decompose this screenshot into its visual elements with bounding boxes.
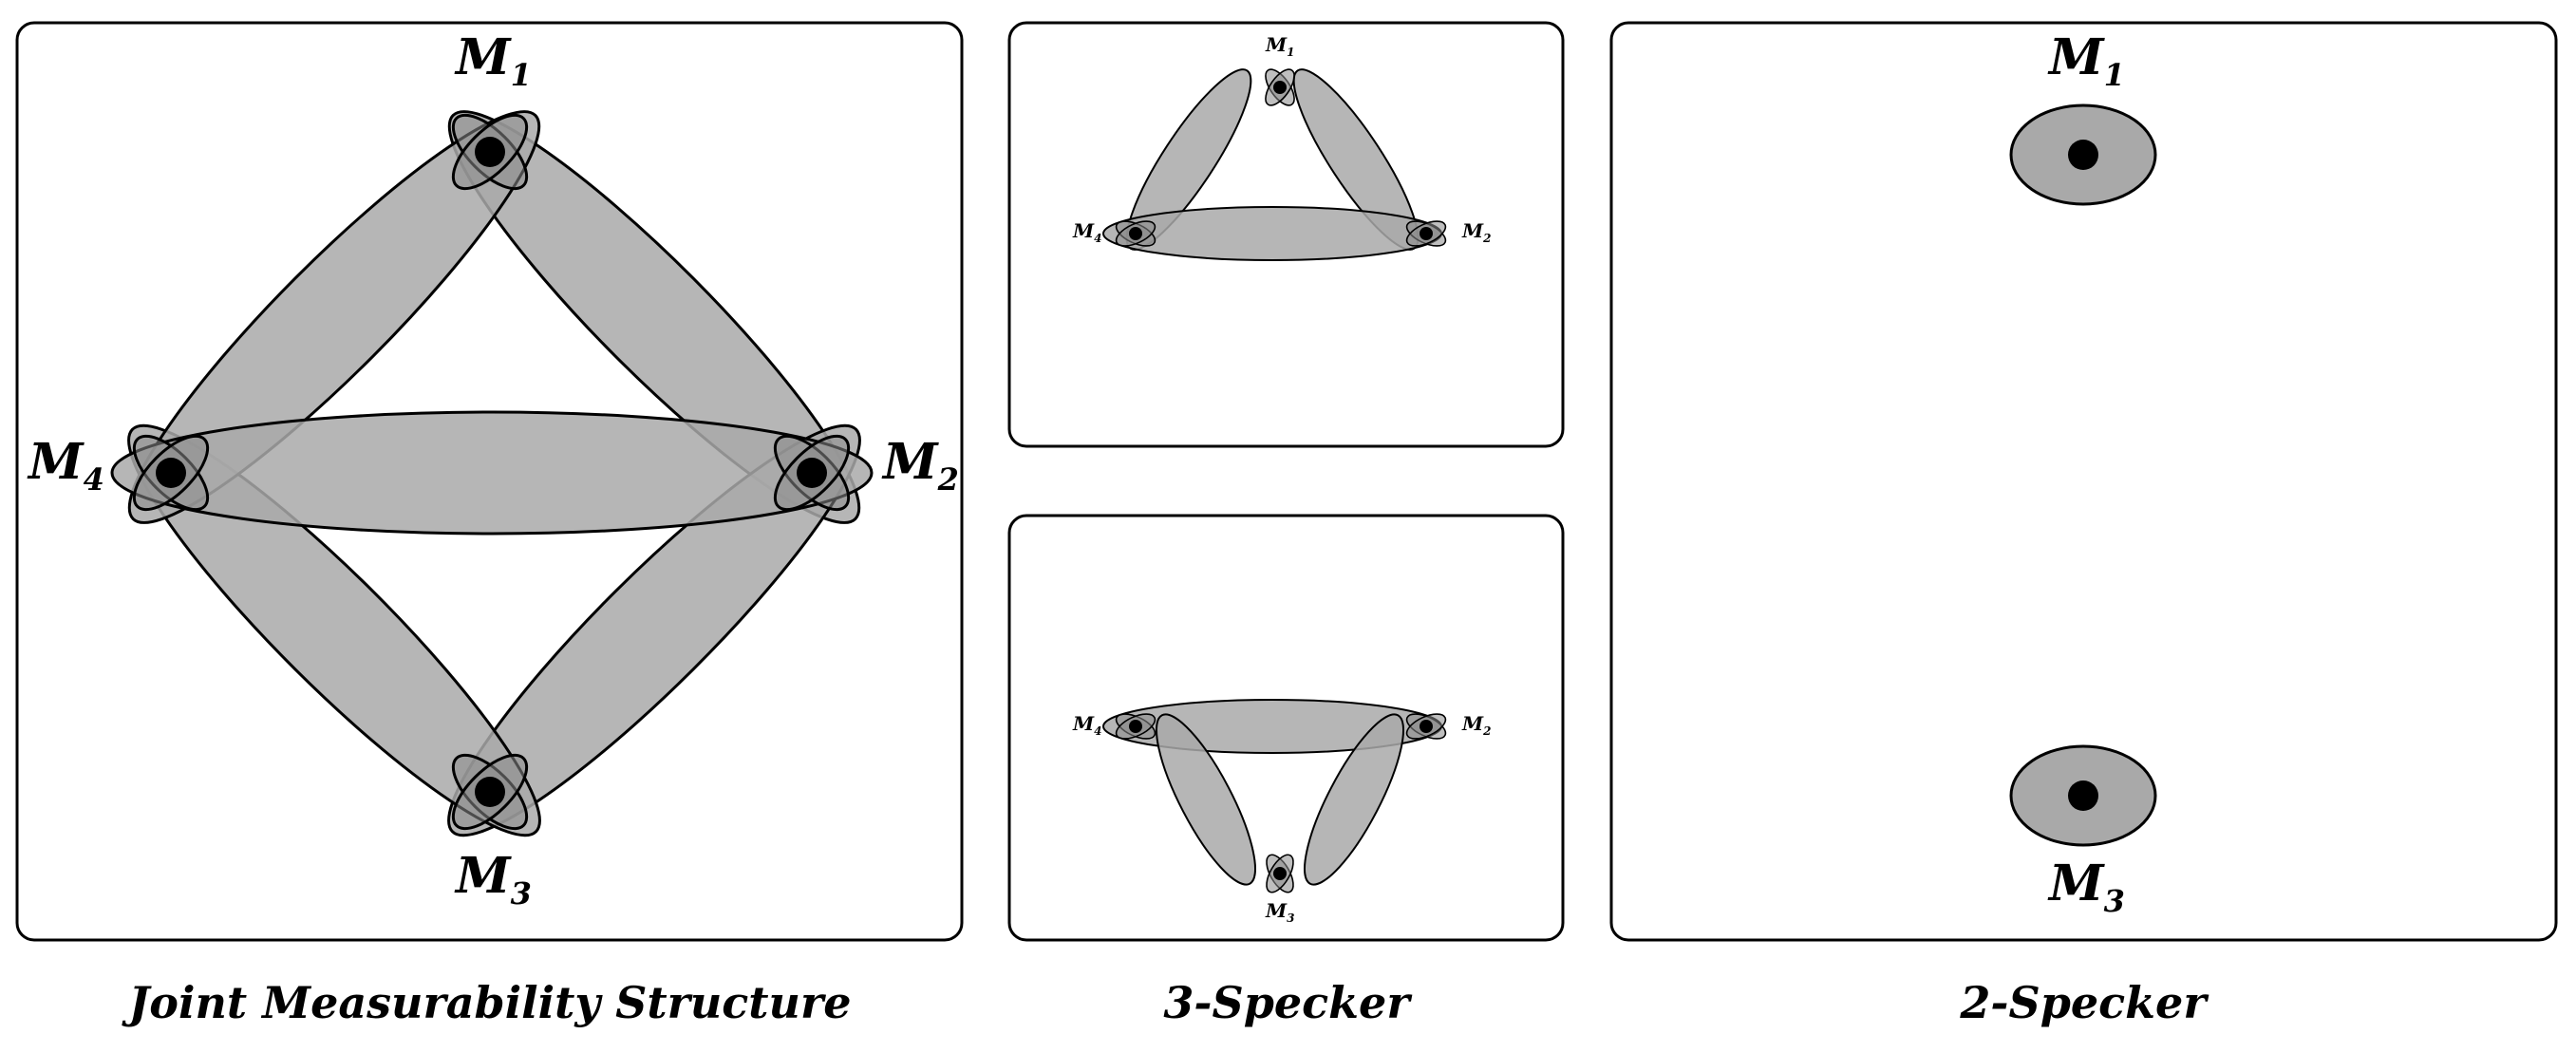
joint-node-m4 (132, 434, 210, 512)
joint-band-m1-m2 (447, 110, 861, 524)
specker3-top-node-m1 (1265, 68, 1295, 106)
specker3-top-panel: M1 M4 M2 (1007, 21, 1565, 448)
specker3-top-label-m1: M1 (1265, 33, 1295, 59)
specker3-bottom-label-m2: M2 (1461, 712, 1492, 738)
specker3-bottom-label-m4: M4 (1072, 712, 1102, 738)
specker3-top-label-m2: M2 (1461, 219, 1492, 245)
joint-measurability-panel: M1 M2 M3 M4 Joint Measurability Structur… (15, 21, 964, 1028)
specker3-bottom-panel: M4 M2 M3 3-Specker (1007, 514, 1565, 1028)
joint-node-m1-dot (475, 137, 505, 167)
joint-node-m4-dot (156, 458, 186, 488)
joint-node-m3 (451, 753, 529, 831)
joint-caption: Joint Measurability Structure (122, 977, 852, 1028)
joint-label-m1: M1 (454, 28, 532, 93)
joint-band-m4-m1 (127, 110, 541, 524)
specker3-bottom-node-m3 (1266, 854, 1294, 893)
specker2-caption: 2-Specker (1959, 977, 2209, 1028)
joint-node-m2-dot (797, 458, 827, 488)
joint-node-m3-dot (475, 777, 505, 807)
specker3-caption: 3-Specker (1163, 977, 1413, 1028)
specker2-frame (1609, 21, 2558, 942)
specker2-node-m1 (2009, 103, 2157, 206)
specker3-bottom-node-m4 (1115, 713, 1156, 740)
specker3-top-label-m4: M4 (1072, 219, 1102, 245)
joint-band-m3-m4 (127, 423, 541, 837)
specker3-bottom-node-m2 (1405, 713, 1447, 740)
specker3-bottom-band-left (1155, 713, 1257, 886)
joint-node-m2 (773, 434, 851, 512)
specker3-top-band-bottom (1102, 206, 1442, 261)
specker3-bottom-label-m3: M3 (1265, 899, 1295, 925)
specker2-node-m3 (2009, 744, 2157, 847)
joint-node-m1 (451, 113, 529, 191)
joint-band-m2-m3 (447, 423, 861, 837)
joint-label-m2: M2 (881, 433, 959, 498)
specker2-label-m1: M1 (2047, 28, 2125, 93)
specker3-top-node-m2 (1405, 220, 1447, 247)
specker3-top-node-m4 (1115, 220, 1156, 247)
joint-label-m3: M3 (454, 847, 532, 912)
specker2-label-m3: M3 (2047, 855, 2125, 919)
specker2-panel: M1 M3 2-Specker (1609, 21, 2558, 1028)
joint-band-m4-m2 (110, 410, 874, 536)
joint-label-m4: M4 (27, 433, 104, 498)
specker3-bottom-band-right (1303, 713, 1405, 886)
